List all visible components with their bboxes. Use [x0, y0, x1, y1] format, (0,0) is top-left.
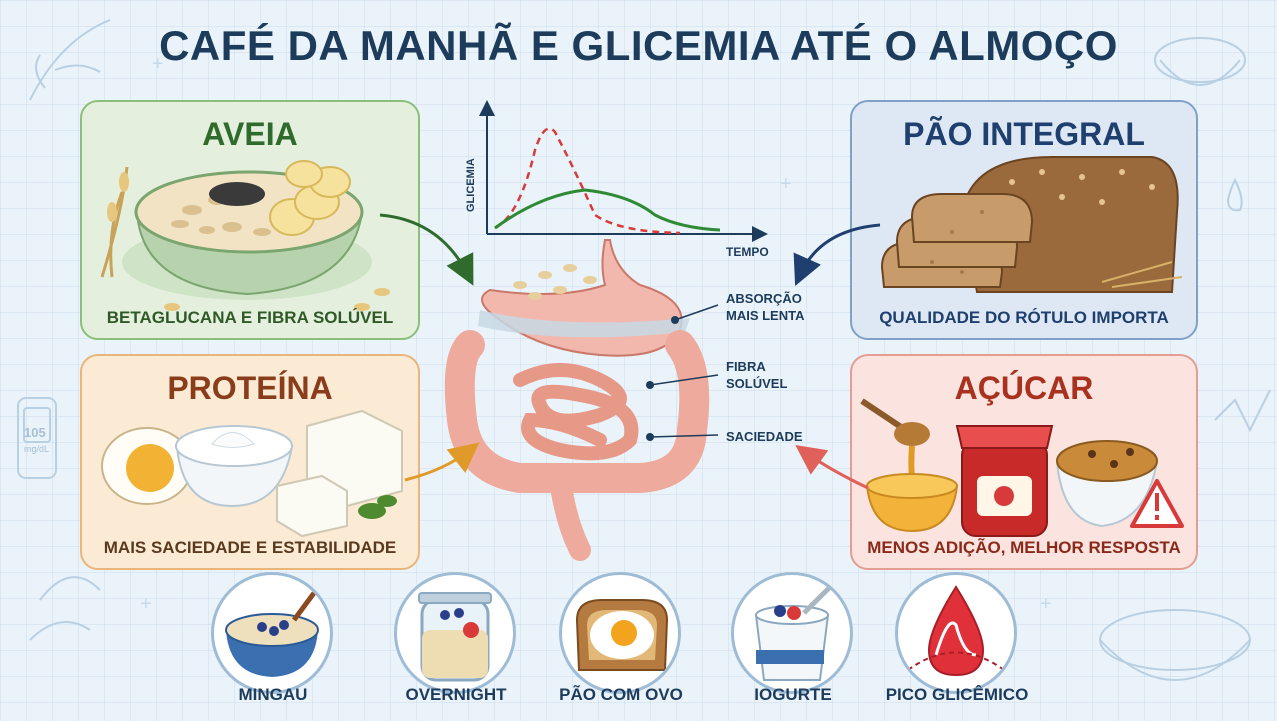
card-acucar: AÇÚCAR MENOS ADIÇÃO, MELHOR RESPOSTA	[850, 354, 1198, 570]
card-aveia-caption: BETAGLUCANA E FIBRA SOLÚVEL	[106, 308, 394, 327]
stomach	[481, 239, 683, 357]
large-intestine	[444, 330, 710, 493]
item-iogurte-label: IOGURTE	[754, 685, 832, 704]
card-pao-caption: QUALIDADE DO RÓTULO IMPORTA	[879, 308, 1169, 327]
protein-illustration	[101, 409, 403, 538]
svg-text:+: +	[152, 53, 164, 75]
bread-illustration	[880, 156, 1183, 293]
svg-text:+: +	[1040, 593, 1052, 615]
card-aveia: AVEIA BETAGLUCANA E FIBRA SOLÚVEL	[80, 100, 420, 340]
oat-bowl-illustration	[100, 160, 390, 311]
toast-egg-icon	[559, 572, 681, 694]
card-acucar-caption: MENOS ADIÇÃO, MELHOR RESPOSTA	[867, 538, 1181, 557]
graph-ylabel: GLICEMIA	[465, 158, 477, 212]
item-pao-com-ovo: PÃO COM OVO	[551, 572, 691, 712]
fast-curve	[494, 127, 681, 235]
card-proteina-title: PROTEÍNA	[167, 370, 333, 406]
small-intestine	[513, 363, 639, 461]
card-aveia-title: AVEIA	[202, 116, 298, 152]
item-mingau: MINGAU	[203, 572, 343, 712]
item-mingau-label: MINGAU	[238, 685, 308, 704]
slow-curve	[494, 188, 721, 232]
item-pico-glicemico-label: PICO GLICÊMICO	[885, 685, 1029, 704]
graph-xlabel: TEMPO	[726, 245, 769, 259]
overnight-jar-icon	[394, 572, 516, 694]
label-fibra: FIBRA SOLÚVEL	[726, 359, 788, 391]
item-overnight-label: OVERNIGHT	[405, 685, 507, 704]
item-pico-glicemico: PICO GLICÊMICO	[886, 572, 1028, 712]
yogurt-cup-icon	[731, 572, 853, 694]
card-pao-title: PÃO INTEGRAL	[903, 116, 1145, 152]
item-pao-com-ovo-label: PÃO COM OVO	[559, 685, 683, 704]
mingau-icon	[211, 572, 333, 694]
item-overnight: OVERNIGHT	[386, 572, 526, 712]
glucometer-unit: mg/dL	[24, 444, 49, 454]
page-title: CAFÉ DA MANHÃ E GLICEMIA ATÉ O ALMOÇO	[159, 22, 1118, 69]
svg-text:+: +	[140, 593, 152, 615]
svg-text:+: +	[780, 173, 792, 195]
card-acucar-title: AÇÚCAR	[954, 370, 1094, 406]
glucometer-value: 105	[24, 425, 46, 440]
label-absorcao: ABSORÇÃO MAIS LENTA	[726, 291, 805, 323]
label-saciedade: SACIEDADE	[726, 429, 803, 444]
card-pao-integral: PÃO INTEGRAL QUALIDADE DO RÓTULO IMPORTA	[850, 100, 1198, 340]
blood-drop-icon	[895, 572, 1017, 694]
card-proteina-caption: MAIS SACIEDADE E ESTABILIDADE	[103, 538, 397, 557]
item-iogurte: IOGURTE	[723, 572, 863, 712]
card-proteina: PROTEÍNA MAIS SACIEDADE E ESTABILIDADE	[80, 354, 420, 570]
sugar-illustration	[860, 398, 1184, 537]
glycemia-graph: GLICEMIA TEMPO	[465, 100, 769, 259]
